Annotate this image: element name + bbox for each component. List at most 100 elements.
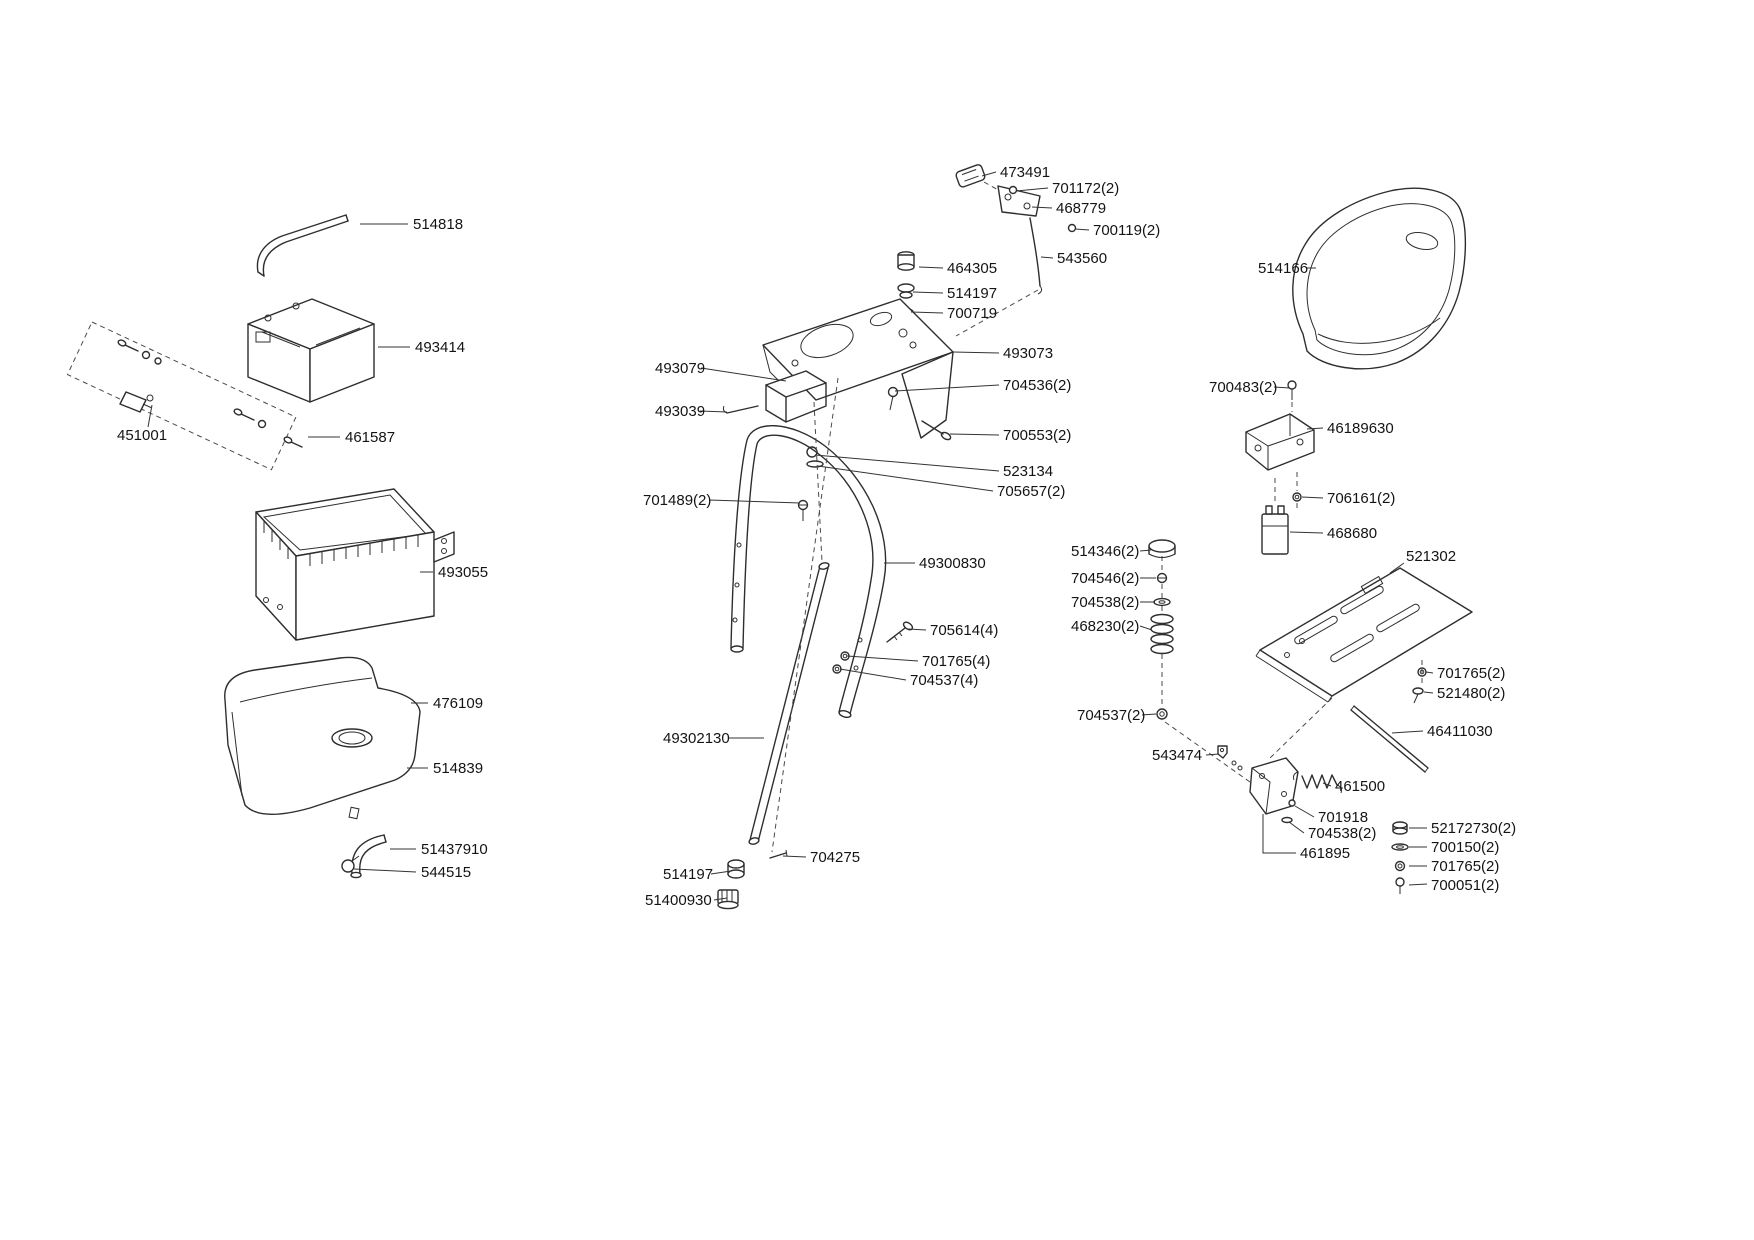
- part-label-461895: 461895: [1300, 845, 1350, 862]
- part-label-493073: 493073: [1003, 345, 1053, 362]
- washer-704538-illustration: [1153, 597, 1171, 607]
- leader-line-704538(2): [1288, 821, 1305, 834]
- part-label-493039: 493039: [655, 403, 705, 420]
- leader-line-700483(2): [1273, 386, 1291, 389]
- bracket-451001-illustration: [119, 391, 154, 413]
- leader-line-701172(2): [1015, 187, 1049, 192]
- leader-line-704537(2): [1141, 713, 1157, 716]
- leader-line-514346(2): [1139, 549, 1152, 552]
- part-label-701765(2): 701765(2): [1431, 858, 1499, 875]
- leader-line-493039: [699, 410, 728, 413]
- leader-line-706161(2): [1301, 496, 1324, 499]
- part-label-461587: 461587: [345, 429, 395, 446]
- leader-line-705614(4): [907, 628, 927, 631]
- part-label-468779: 468779: [1056, 200, 1106, 217]
- spring-461500-illustration: [1293, 771, 1342, 794]
- strap-illustration: [256, 214, 349, 277]
- lever-assembly-illustration: [1217, 697, 1342, 824]
- bolt-521480-illustration: [1412, 687, 1424, 695]
- part-label-700719: 700719: [947, 305, 997, 322]
- part-label-514346(2): 514346(2): [1071, 543, 1139, 560]
- console-bracket-illustration: [765, 370, 827, 423]
- rod-543560-illustration: [1029, 217, 1041, 287]
- plate-fasteners-illustration: [1412, 660, 1427, 704]
- part-label-46189630: 46189630: [1327, 420, 1394, 437]
- leader-line-461500: [1322, 782, 1332, 787]
- dash-panel-illustration: [762, 298, 954, 439]
- part-label-705614(4): 705614(4): [930, 622, 998, 639]
- part-label-514166: 514166: [1258, 260, 1308, 277]
- part-label-49302130: 49302130: [663, 730, 730, 747]
- leader-line-705657(2): [817, 465, 994, 492]
- coupler-51400930-illustration: [717, 889, 739, 910]
- panel-fasteners-illustration: [797, 386, 952, 521]
- steering-shaft-illustration: [748, 377, 839, 853]
- leader-line-700553(2): [949, 433, 1000, 436]
- right-fastener-stack-illustration: [1391, 821, 1409, 894]
- part-label-704537(2): 704537(2): [1077, 707, 1145, 724]
- leader-line-701765(4): [846, 655, 919, 662]
- leader-line-468680: [1289, 531, 1324, 534]
- leader-line-514197: [912, 291, 944, 294]
- bolt-700051-illustration: [1395, 877, 1405, 894]
- part-label-468230(2): 468230(2): [1071, 618, 1139, 635]
- part-label-704537(4): 704537(4): [910, 672, 978, 689]
- part-label-704275: 704275: [810, 849, 860, 866]
- leader-line-461895: [1262, 814, 1296, 854]
- part-label-514197: 514197: [663, 866, 713, 883]
- leader-line-46411030: [1391, 730, 1424, 734]
- part-label-476109: 476109: [433, 695, 483, 712]
- part-label-46411030: 46411030: [1427, 723, 1493, 740]
- screw-701918-illustration: [1288, 799, 1296, 807]
- shaft-bottom-parts-illustration: [717, 849, 788, 910]
- part-label-704538(2): 704538(2): [1071, 594, 1139, 611]
- part-label-493079: 493079: [655, 360, 705, 377]
- part-label-705657(2): 705657(2): [997, 483, 1065, 500]
- part-label-464305: 464305: [947, 260, 997, 277]
- seat-illustration: [1292, 187, 1467, 370]
- part-label-523134: 523134: [1003, 463, 1053, 480]
- seat-plate-illustration: [1255, 567, 1473, 703]
- bracket-461895-illustration: [1249, 757, 1299, 815]
- part-label-461500: 461500: [1335, 778, 1385, 795]
- part-label-700119(2): 700119(2): [1093, 222, 1160, 239]
- part-label-704546(2): 704546(2): [1071, 570, 1139, 587]
- spring-column-illustration: [1148, 539, 1251, 783]
- washer-706161-illustration: [1292, 492, 1302, 502]
- hose-clamp-illustration: [341, 855, 360, 873]
- leader-line-451001: [147, 404, 153, 428]
- battery-illustration: [247, 298, 375, 403]
- part-label-51400930: 51400930: [645, 892, 712, 909]
- fuel-tank-illustration: [224, 656, 421, 820]
- nut-700119-illustration: [1067, 223, 1077, 233]
- part-label-544515: 544515: [421, 864, 471, 881]
- part-label-700483(2): 700483(2): [1209, 379, 1277, 396]
- spring-468230-illustration: [1150, 613, 1174, 655]
- part-label-701489(2): 701489(2): [643, 492, 711, 509]
- ignition-key-illustration: [955, 164, 1001, 192]
- leader-line-704536(2): [894, 384, 1000, 392]
- part-label-49300830: 49300830: [919, 555, 986, 572]
- part-label-468680: 468680: [1327, 525, 1377, 542]
- part-label-493414: 493414: [415, 339, 465, 356]
- leader-line-523134: [814, 454, 1000, 472]
- leader-line-701765(2): [1425, 671, 1434, 674]
- leader-line-46189630: [1306, 427, 1324, 430]
- leader-line-493073: [952, 351, 1000, 354]
- battery-screws-illustration: [66, 321, 303, 471]
- part-label-493055: 493055: [438, 564, 488, 581]
- part-label-701172(2): 701172(2): [1052, 180, 1119, 197]
- spacer-52172730-illustration: [1392, 821, 1408, 835]
- part-label-543560: 543560: [1057, 250, 1107, 267]
- leader-line-700051(2): [1408, 883, 1428, 886]
- lift-rod-illustration: [1350, 705, 1429, 773]
- clip-543474-illustration: [1217, 745, 1243, 771]
- part-label-543474: 543474: [1152, 747, 1202, 764]
- leader-line-464305: [918, 266, 944, 269]
- collar-514197-illustration: [727, 859, 745, 879]
- leader-line-468779: [1031, 206, 1053, 209]
- leader-line-521302: [1389, 562, 1405, 574]
